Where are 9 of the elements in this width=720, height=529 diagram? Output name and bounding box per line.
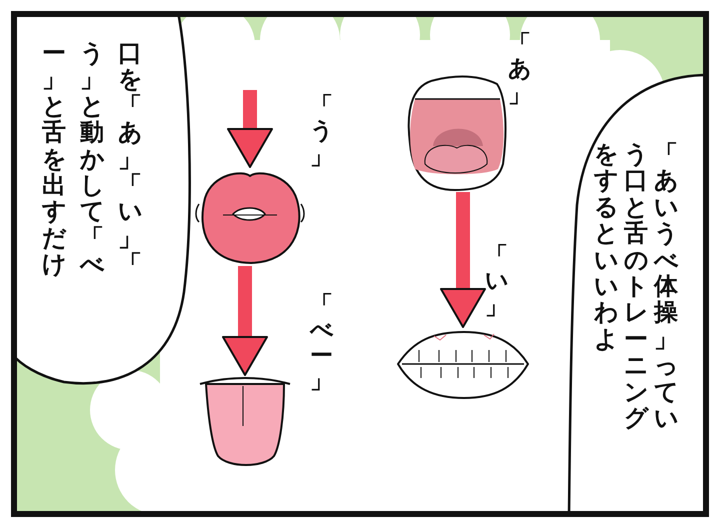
- arrow: [227, 90, 273, 168]
- arrow: [440, 192, 486, 328]
- sound-label: 「う」: [310, 94, 333, 170]
- arrow: [222, 266, 268, 376]
- sound-label: 「べー」: [310, 293, 333, 394]
- sound-label: 「い」: [485, 244, 508, 320]
- speech-text: 口を「あ」「い」「う」と動かして「べー」と舌を出すだけ: [42, 40, 142, 280]
- sound-label: 「あ」: [508, 32, 531, 108]
- speech-text: 「あいうべ体操」っていう口と舌のトレーニングをするといいわよ: [594, 141, 678, 434]
